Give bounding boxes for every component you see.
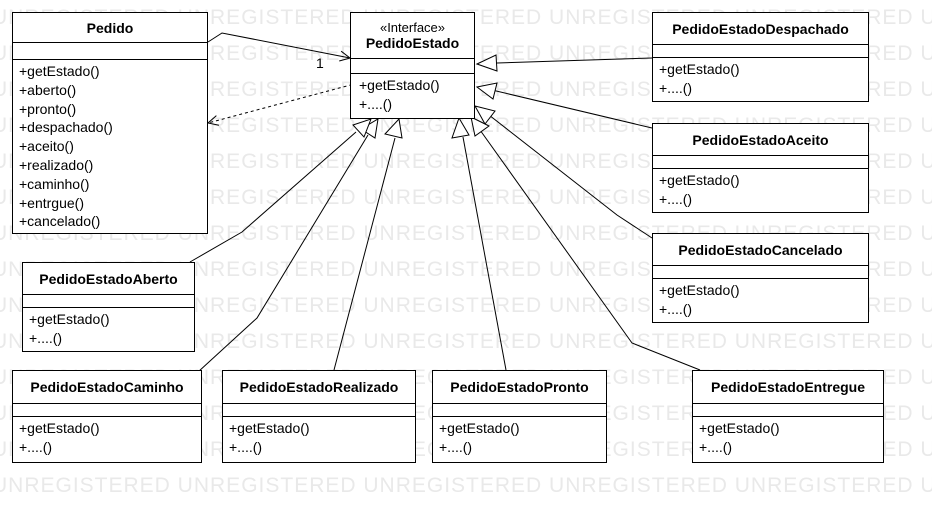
- operation: +getEstado(): [229, 420, 310, 436]
- class-name: PedidoEstadoCaminho: [30, 379, 184, 395]
- operation: +getEstado(): [659, 172, 740, 188]
- realization-entregue: [470, 116, 701, 371]
- class-operations: +getEstado() +....(): [23, 308, 194, 347]
- operation: +....(): [699, 438, 733, 455]
- class-operations: +getEstado() +....(): [693, 417, 883, 456]
- class-header: PedidoEstadoCancelado: [653, 234, 868, 266]
- realization-aceito: [475, 82, 653, 129]
- class-operations: +getEstado() +....(): [433, 417, 606, 456]
- class-name: PedidoEstadoPronto: [450, 379, 589, 395]
- operation: +entrgue(): [19, 194, 84, 211]
- class-pedido-estado-entregue[interactable]: PedidoEstadoEntregue +getEstado() +....(…: [692, 370, 884, 463]
- class-name: PedidoEstadoRealizado: [239, 379, 399, 395]
- class-operations: +getEstado() +....(): [653, 169, 868, 208]
- operation: +....(): [19, 438, 53, 455]
- class-header: PedidoEstadoEntregue: [693, 371, 883, 404]
- class-attributes: [13, 43, 207, 60]
- class-attributes: [653, 156, 868, 169]
- class-operations: +getEstado() +....(): [653, 279, 868, 318]
- class-attributes: [23, 295, 194, 308]
- class-name: PedidoEstadoDespachado: [672, 20, 849, 37]
- class-name: PedidoEstadoAberto: [39, 270, 178, 287]
- operation: +realizado(): [19, 156, 94, 173]
- class-pedido-estado-caminho[interactable]: PedidoEstadoCaminho +getEstado() +....(): [12, 370, 202, 463]
- class-stereotype: «Interface»: [379, 20, 446, 35]
- dependency-line: [208, 82, 359, 123]
- class-header: PedidoEstadoAberto: [23, 263, 194, 295]
- operation: +aberto(): [19, 81, 77, 98]
- operation: +getEstado(): [699, 420, 780, 436]
- operation: +getEstado(): [19, 63, 100, 79]
- realization-pronto: [451, 116, 507, 371]
- class-pedido-estado-aberto[interactable]: PedidoEstadoAberto +getEstado() +....(): [22, 262, 195, 352]
- class-pedido-estado-aceito[interactable]: PedidoEstadoAceito +getEstado() +....(): [652, 123, 869, 213]
- class-header: PedidoEstadoPronto: [433, 371, 606, 404]
- realization-despachado: [475, 54, 653, 72]
- class-name: PedidoEstadoAceito: [692, 131, 829, 148]
- operation: +cancelado(): [19, 213, 101, 230]
- class-pedido-estado[interactable]: «Interface» PedidoEstado +getEstado() +.…: [350, 12, 475, 119]
- class-operations: +getEstado() +....(): [653, 58, 868, 97]
- class-name: PedidoEstadoEntregue: [710, 379, 866, 395]
- class-attributes: [13, 404, 201, 417]
- class-pedido-estado-realizado[interactable]: PedidoEstadoRealizado +getEstado() +....…: [222, 370, 416, 463]
- operation: +....(): [659, 300, 693, 317]
- realization-caminho: [197, 118, 379, 373]
- class-header: PedidoEstadoDespachado: [653, 13, 868, 45]
- class-pedido-estado-pronto[interactable]: PedidoEstadoPronto +getEstado() +....(): [432, 370, 607, 463]
- class-operations: +getEstado() +....(): [13, 417, 201, 456]
- class-header: PedidoEstadoCaminho: [13, 371, 201, 404]
- operation: +....(): [659, 79, 693, 96]
- class-pedido-estado-despachado[interactable]: PedidoEstadoDespachado +getEstado() +...…: [652, 12, 869, 102]
- class-name: PedidoEstadoCancelado: [678, 241, 843, 258]
- operation: +getEstado(): [19, 420, 100, 436]
- class-attributes: [223, 404, 415, 417]
- operation: +getEstado(): [29, 311, 110, 327]
- operation: +getEstado(): [659, 61, 740, 77]
- class-header: «Interface» PedidoEstado: [351, 13, 474, 59]
- class-attributes: [351, 59, 474, 74]
- class-operations: +getEstado() +....(): [223, 417, 415, 456]
- class-name: Pedido: [86, 19, 134, 36]
- realization-cancelado: [474, 105, 653, 239]
- operation: +getEstado(): [359, 77, 440, 93]
- class-attributes: [653, 266, 868, 279]
- class-header: PedidoEstadoRealizado: [223, 371, 415, 404]
- class-attributes: [693, 404, 883, 417]
- operation: +caminho(): [19, 175, 90, 192]
- operation: +....(): [359, 95, 393, 112]
- class-header: PedidoEstadoAceito: [653, 124, 868, 156]
- class-operations: +getEstado() +aberto() +pronto() +despac…: [13, 60, 207, 231]
- operation: +....(): [659, 190, 693, 207]
- association-line: [207, 32, 350, 58]
- class-attributes: [433, 404, 606, 417]
- class-header: Pedido: [13, 13, 207, 43]
- association-multiplicity: 1: [316, 55, 324, 71]
- operation: +getEstado(): [439, 420, 520, 436]
- class-pedido[interactable]: Pedido +getEstado() +aberto() +pronto() …: [12, 12, 208, 234]
- operation: +....(): [29, 329, 63, 346]
- class-name: PedidoEstado: [365, 35, 460, 51]
- realization-realizado: [333, 117, 403, 371]
- operation: +getEstado(): [659, 282, 740, 298]
- class-operations: +getEstado() +....(): [351, 74, 474, 113]
- operation: +pronto(): [19, 100, 77, 117]
- class-pedido-estado-cancelado[interactable]: PedidoEstadoCancelado +getEstado() +....…: [652, 233, 869, 323]
- operation: +....(): [439, 438, 473, 455]
- class-attributes: [653, 45, 868, 58]
- operation: +despachado(): [19, 119, 113, 136]
- operation: +....(): [229, 438, 263, 455]
- operation: +aceito(): [19, 138, 74, 155]
- realization-aberto: [189, 118, 372, 263]
